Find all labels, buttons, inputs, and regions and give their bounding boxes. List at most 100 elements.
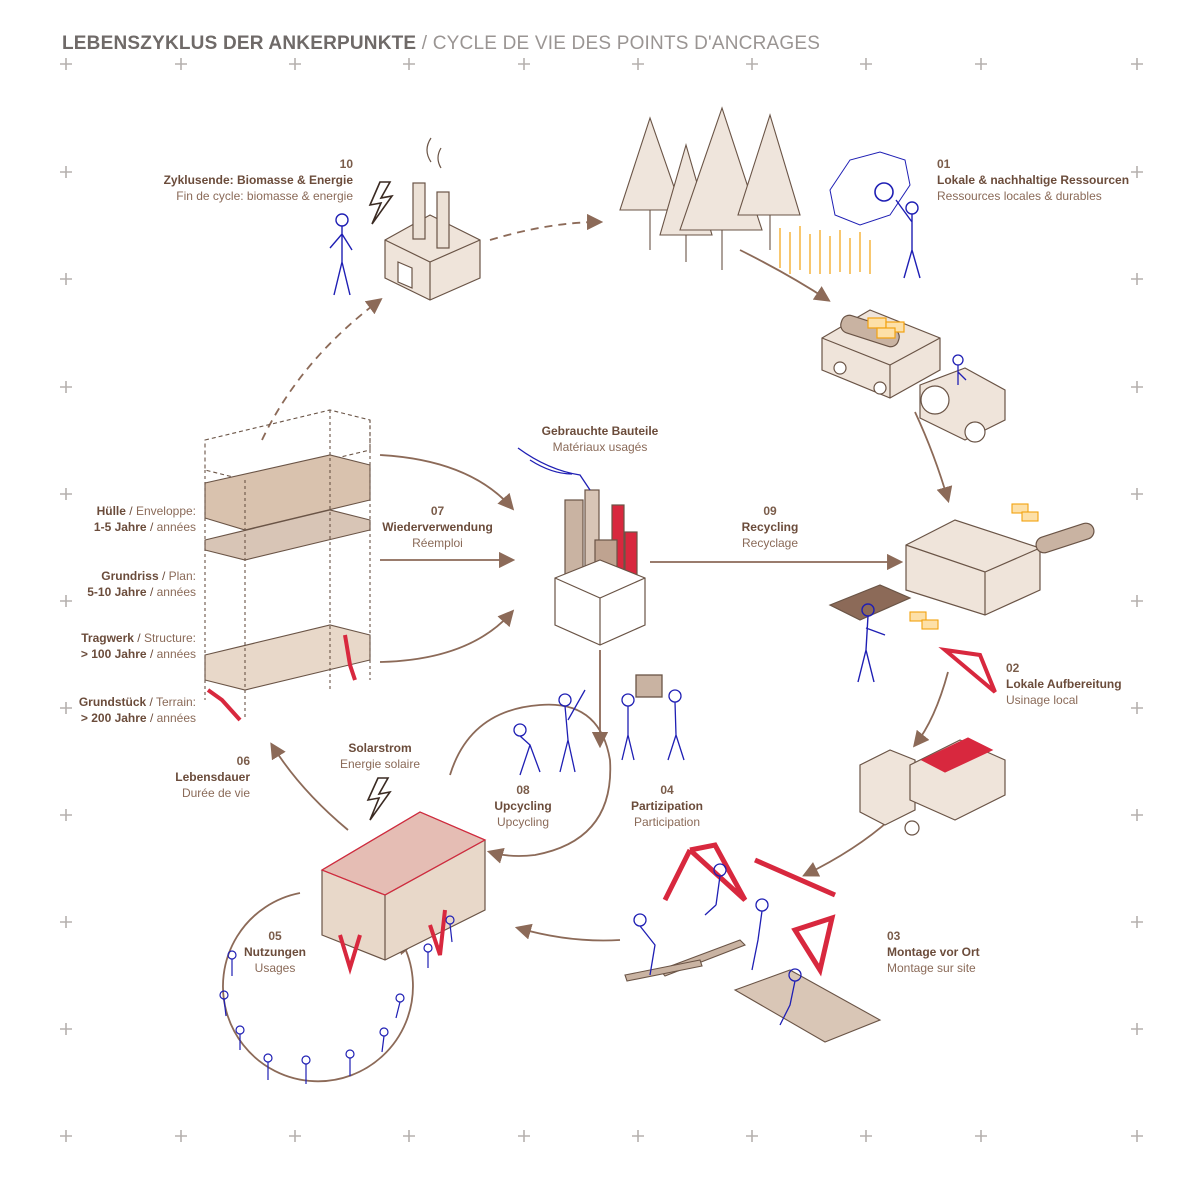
lifespan-terrain-fr: Terrain: xyxy=(155,695,196,709)
step-09-title-fr: Recyclage xyxy=(741,536,799,550)
step-06-label: 06 Lebensdauer Durée de vie xyxy=(150,753,250,801)
lifespan-plan-time: 5-10 Jahre xyxy=(87,585,147,599)
page-title: LEBENSZYKLUS DER ANKERPUNKTE / CYCLE DE … xyxy=(62,33,820,55)
lightning-icon xyxy=(368,181,394,225)
arrow-05-to-06 xyxy=(270,742,349,831)
solar-de: Solarstrom xyxy=(348,741,412,755)
arrow-hull-to-07 xyxy=(379,454,515,511)
exploded-layers xyxy=(204,409,371,722)
step-08-label: 08 Upcycling Upcycling xyxy=(478,782,568,830)
assembly-frames xyxy=(662,842,837,977)
forest-illustration xyxy=(619,106,801,270)
workshop-illustration xyxy=(828,519,1095,621)
straw-bales xyxy=(909,503,1039,630)
lifespan-envelope: Hülle / Enveloppe: 1-5 Jahre / années xyxy=(93,504,196,534)
wheat-field xyxy=(779,226,871,274)
person-figure-tractor xyxy=(952,354,967,385)
grid-crosses xyxy=(60,58,1143,1142)
lifespan-terrain-time-fr: années xyxy=(156,711,196,725)
step-05-number: 05 xyxy=(268,929,282,943)
step-10-label: 10 Zyklusende: Biomasse & Energie Fin de… xyxy=(148,156,353,204)
arrow-tractor-to-02 xyxy=(914,411,953,504)
tractor-illustration xyxy=(919,367,1006,443)
usage-figures xyxy=(219,915,455,1084)
step-09-title-de: Recycling xyxy=(741,520,799,534)
solar-label: Solarstrom Energie solaire xyxy=(325,740,435,772)
lifespan-terrain: Grundstück / Terrain: > 200 Jahre / anné… xyxy=(78,695,196,725)
step-08-title-fr: Upcycling xyxy=(496,815,550,829)
step-10-title-fr: Fin de cycle: biomasse & energie xyxy=(176,189,353,203)
person-figure-01 xyxy=(895,199,921,279)
step-07-label: 07 Wiederverwendung Réemploi xyxy=(370,503,505,551)
lifespan-terrain-de: Grundstück xyxy=(78,695,147,709)
step-08-title-de: Upcycling xyxy=(494,799,552,813)
step-05-label: 05 Nutzungen Usages xyxy=(235,928,315,976)
lifespan-terrain-time: > 200 Jahre xyxy=(80,711,147,725)
step-03-title-fr: Montage sur site xyxy=(887,961,976,975)
lifespan-envelope-time: 1-5 Jahre xyxy=(93,520,147,534)
hand-icon xyxy=(517,447,591,491)
step-02-title-de: Lokale Aufbereitung xyxy=(1006,677,1122,691)
step-10-number: 10 xyxy=(339,157,353,171)
step-07-title-fr: Réemploi xyxy=(412,536,463,550)
step-10-title-de: Zyklusende: Biomasse & Energie xyxy=(163,173,353,187)
assembly-workers xyxy=(633,863,802,1026)
step-07-title-de: Wiederverwendung xyxy=(382,520,493,534)
arrow-03-to-05 xyxy=(514,923,621,942)
step-09-label: 09 Recycling Recyclage xyxy=(715,503,825,551)
step-03-title-de: Montage vor Ort xyxy=(887,945,980,959)
arrow-upcycling-loop xyxy=(449,703,612,864)
lifespan-envelope-fr: Enveloppe: xyxy=(135,504,196,518)
lifespan-plan-time-fr: années xyxy=(156,585,196,599)
lifespan-plan-de: Grundriss xyxy=(101,569,159,583)
step-05-title-de: Nutzungen xyxy=(244,945,306,959)
lifespan-plan-fr: Plan: xyxy=(168,569,196,583)
step-06-title-fr: Durée de vie xyxy=(181,786,250,800)
cycle-arrows xyxy=(222,213,953,1083)
step-03-number: 03 xyxy=(887,929,901,943)
step-06-number: 06 xyxy=(236,754,250,768)
truck-illustration xyxy=(859,737,1006,836)
used-parts-label: Gebrauchte Bauteile Matériaux usagés xyxy=(510,423,690,455)
lifespan-structure-fr: Structure: xyxy=(143,631,196,645)
person-figure-02 xyxy=(857,603,886,683)
used-materials-box xyxy=(554,489,646,646)
solar-fr: Energie solaire xyxy=(339,757,421,771)
step-01-number: 01 xyxy=(937,157,951,171)
lightning-icon-solar xyxy=(366,777,392,821)
used-parts-de: Gebrauchte Bauteile xyxy=(541,424,659,438)
lifespan-envelope-time-fr: années xyxy=(156,520,196,534)
step-02-title-fr: Usinage local xyxy=(1006,693,1079,707)
step-06-title-de: Lebensdauer xyxy=(175,770,250,784)
step-05-title-fr: Usages xyxy=(254,961,296,975)
arrow-01-to-truck xyxy=(739,249,831,302)
title-french: CYCLE DE VIE DES POINTS D'ANCRAGES xyxy=(432,33,821,54)
used-parts-fr: Matériaux usagés xyxy=(552,440,648,454)
arrow-10-to-01 xyxy=(489,213,604,241)
step-04-label: 04 Partizipation Participation xyxy=(612,782,722,830)
step-08-number: 08 xyxy=(516,783,530,797)
lifespan-structure-time-fr: années xyxy=(156,647,196,661)
lifespan-structure-time: > 100 Jahre xyxy=(80,647,147,661)
step-02-label: 02 Lokale Aufbereitung Usinage local xyxy=(1006,660,1146,708)
step-04-number: 04 xyxy=(660,783,674,797)
usage-circle xyxy=(222,892,414,1083)
title-german: LEBENSZYKLUS DER ANKERPUNKTE xyxy=(62,33,417,54)
arrow-to-10 xyxy=(261,298,383,441)
lifespan-structure-de: Tragwerk xyxy=(81,631,134,645)
lifespan-structure: Tragwerk / Structure: > 100 Jahre / anné… xyxy=(80,631,196,661)
arrow-02-to-truck xyxy=(912,671,949,748)
step-09-number: 09 xyxy=(763,504,777,518)
arrow-struct-to-07 xyxy=(379,609,515,663)
steel-frame-02 xyxy=(938,647,997,694)
step-01-title-fr: Ressources locales & durables xyxy=(937,189,1102,203)
trailer-illustration xyxy=(821,309,941,399)
step-01-label: 01 Lokale & nachhaltige Ressourcen Resso… xyxy=(937,156,1167,204)
step-04-title-de: Partizipation xyxy=(630,799,703,813)
factory-illustration xyxy=(384,137,481,301)
participation-figures xyxy=(513,674,685,776)
map-of-region xyxy=(829,151,911,226)
step-02-number: 02 xyxy=(1006,661,1020,675)
step-04-title-fr: Participation xyxy=(633,815,701,829)
